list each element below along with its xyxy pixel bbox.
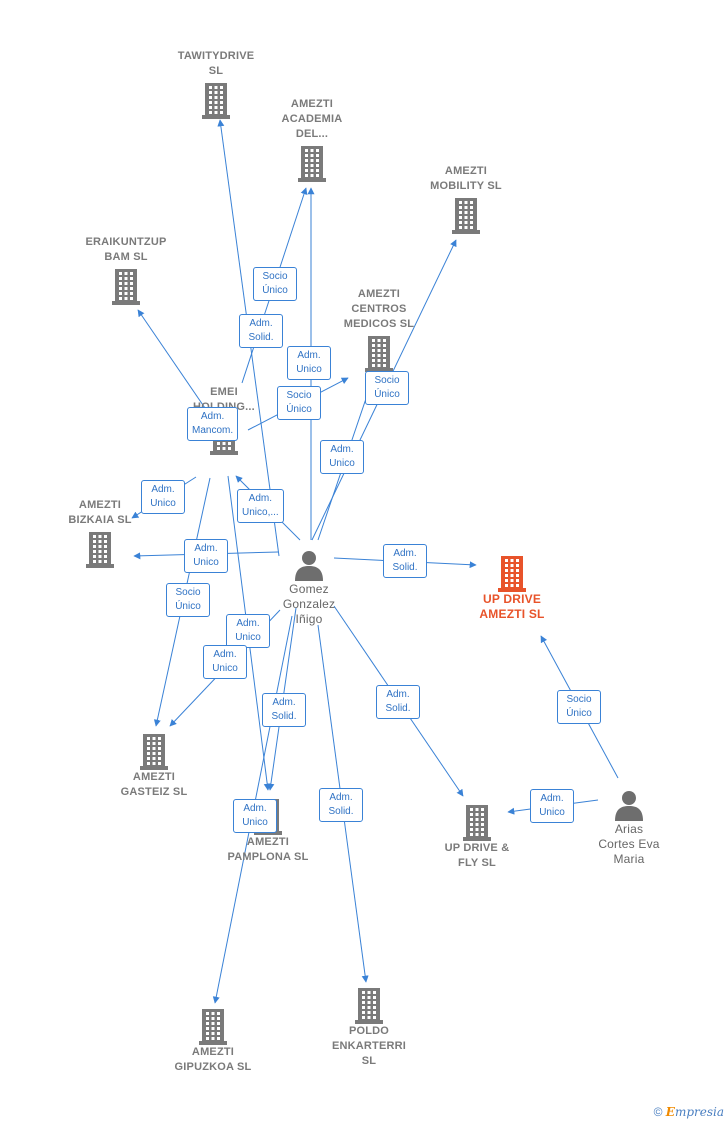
building-icon — [417, 805, 537, 841]
edge-label-1[interactable]: Adm. Solid. — [239, 314, 283, 348]
edge-label-2[interactable]: Adm. Unico — [287, 346, 331, 380]
building-icon — [406, 198, 526, 234]
node-gipuzkoa[interactable]: AMEZTI GIPUZKOA SL — [153, 1009, 273, 1075]
node-centros[interactable]: AMEZTI CENTROS MEDICOS SL — [319, 287, 439, 372]
edge-label-18[interactable]: Adm. Unico — [530, 789, 574, 823]
footer-brand: © Empresia — [654, 1105, 724, 1119]
node-poldo[interactable]: POLDO ENKARTERRI SL — [309, 988, 429, 1069]
node-label: AMEZTI GIPUZKOA SL — [174, 1046, 252, 1073]
edge-label-5[interactable]: Adm. Mancom. — [187, 407, 239, 441]
edge-label-11[interactable]: Socio Único — [557, 690, 601, 724]
node-label: Arias Cortes Eva Maria — [598, 822, 660, 866]
node-updrive[interactable]: UP DRIVE AMEZTI SL — [452, 556, 572, 622]
node-gasteiz[interactable]: AMEZTI GASTEIZ SL — [94, 734, 214, 800]
node-eraikuntzup[interactable]: ERAIKUNTZUP BAM SL — [66, 235, 186, 305]
copyright-symbol: © — [653, 1105, 663, 1119]
node-label: AMEZTI GASTEIZ SL — [120, 771, 188, 798]
edge-label-19[interactable]: Adm. Unico — [233, 799, 277, 833]
edge-label-10[interactable]: Adm. Solid. — [383, 544, 427, 578]
building-icon — [319, 336, 439, 372]
node-label: Gomez Gonzalez Iñigo — [282, 582, 336, 626]
node-academia[interactable]: AMEZTI ACADEMIA DEL... — [252, 97, 372, 182]
building-icon — [252, 146, 372, 182]
node-gomez[interactable]: Gomez Gonzalez Iñigo — [249, 550, 369, 627]
node-mobility[interactable]: AMEZTI MOBILITY SL — [406, 164, 526, 234]
edge-label-16[interactable]: Adm. Solid. — [319, 788, 363, 822]
node-flysl[interactable]: UP DRIVE & FLY SL — [417, 805, 537, 871]
node-label: AMEZTI CENTROS MEDICOS SL — [343, 288, 415, 330]
node-label: UP DRIVE & FLY SL — [444, 842, 510, 869]
node-label: TAWITYDRIVE SL — [177, 50, 255, 77]
edge-label-12[interactable]: Socio Único — [166, 583, 210, 617]
node-arias[interactable]: Arias Cortes Eva Maria — [569, 790, 689, 867]
building-icon — [40, 532, 160, 568]
edge-label-17[interactable]: Adm. Solid. — [376, 685, 420, 719]
building-icon — [153, 1009, 273, 1045]
node-bizkaia[interactable]: AMEZTI BIZKAIA SL — [40, 498, 160, 568]
person-icon — [249, 550, 369, 582]
building-icon — [452, 556, 572, 592]
edge-label-9[interactable]: Adm. Unico — [184, 539, 228, 573]
node-label: UP DRIVE AMEZTI SL — [479, 592, 545, 621]
building-icon — [156, 83, 276, 119]
node-tawitydrive[interactable]: TAWITYDRIVE SL — [156, 49, 276, 119]
node-label: POLDO ENKARTERRI SL — [331, 1025, 407, 1067]
edge-label-13[interactable]: Adm. Unico — [226, 614, 270, 648]
node-label: ERAIKUNTZUP BAM SL — [85, 236, 167, 263]
brand-logo: Empresia — [665, 1105, 724, 1119]
building-icon — [66, 269, 186, 305]
node-label: AMEZTI BIZKAIA SL — [68, 499, 132, 526]
building-icon — [94, 734, 214, 770]
edge-label-6[interactable]: Adm. Unico — [320, 440, 364, 474]
node-label: AMEZTI PAMPLONA SL — [227, 836, 309, 863]
edge-label-4[interactable]: Adm. Unico — [141, 480, 185, 514]
building-icon — [309, 988, 429, 1024]
node-label: AMEZTI MOBILITY SL — [430, 165, 502, 192]
edge-label-14[interactable]: Adm. Unico — [203, 645, 247, 679]
person-icon — [569, 790, 689, 822]
edge-label-15[interactable]: Adm. Solid. — [262, 693, 306, 727]
node-label: AMEZTI ACADEMIA DEL... — [281, 98, 343, 140]
edge-label-7[interactable]: Socio Único — [365, 371, 409, 405]
edge-label-8[interactable]: Adm. Unico,... — [237, 489, 284, 523]
edge-label-3[interactable]: Socio Único — [277, 386, 321, 420]
edge-label-0[interactable]: Socio Único — [253, 267, 297, 301]
